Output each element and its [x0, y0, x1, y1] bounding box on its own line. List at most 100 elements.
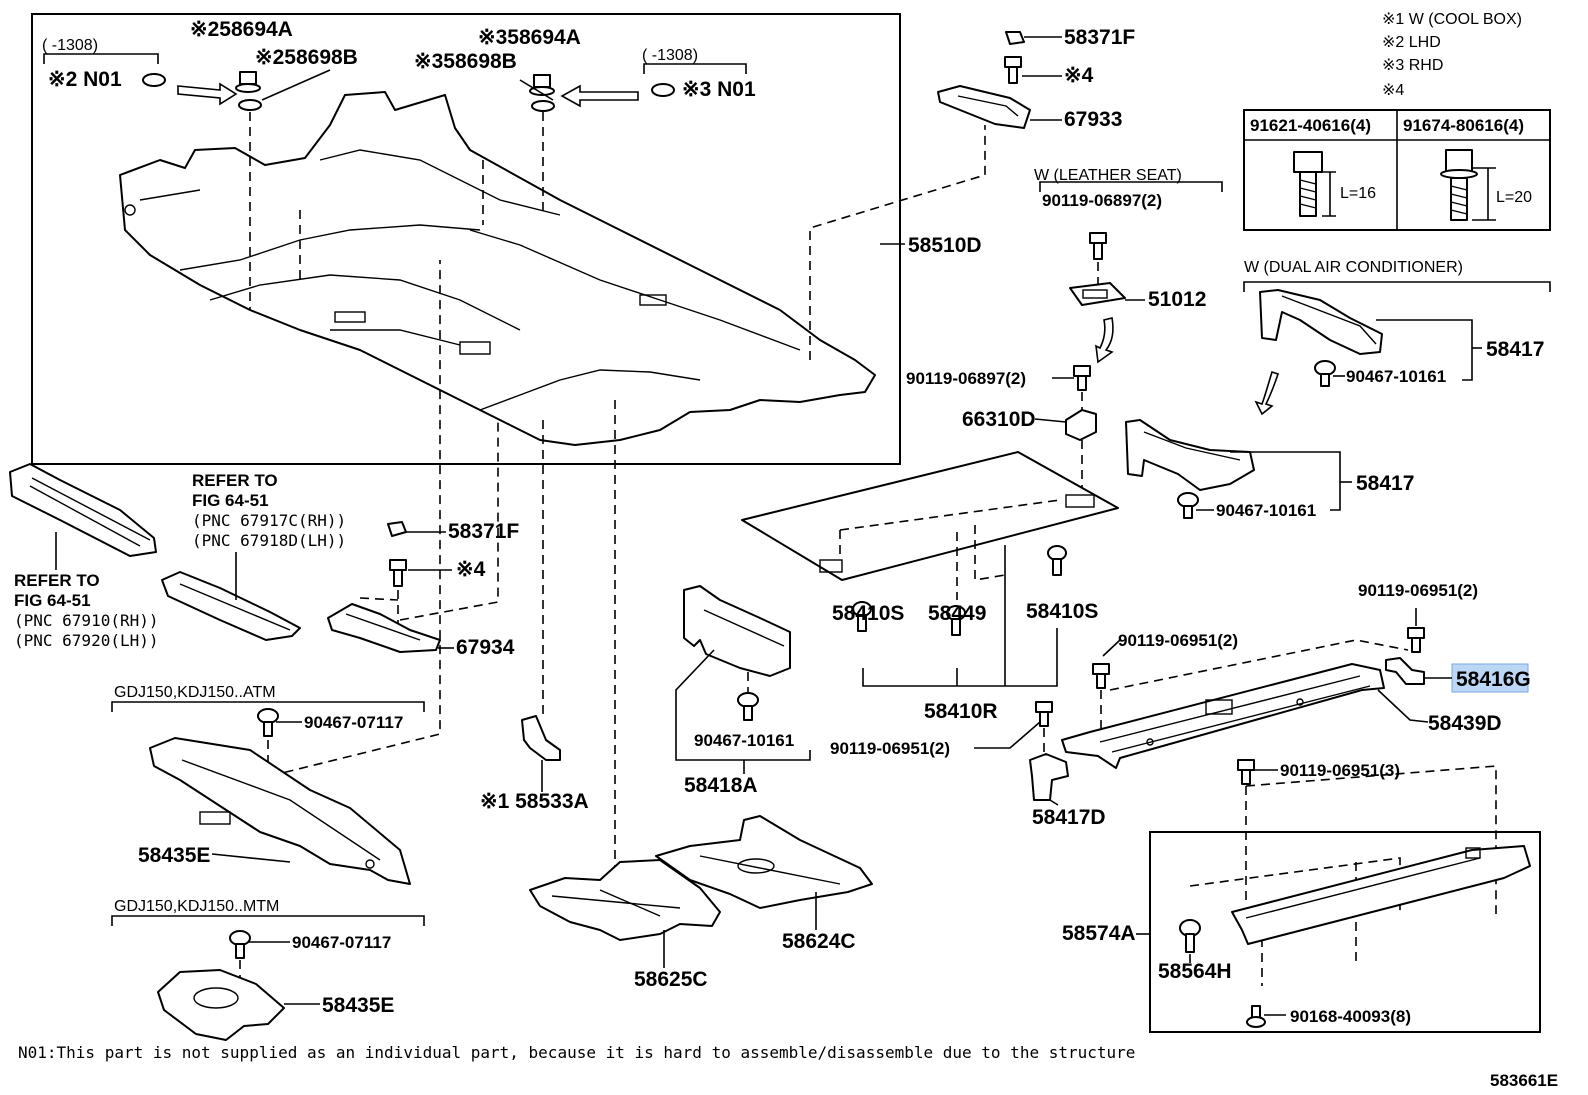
screw-90168-40093[interactable]: [1246, 1005, 1266, 1028]
label-58410S-a[interactable]: 58410S: [832, 602, 904, 625]
clip-58410S-a[interactable]: [852, 601, 872, 632]
label-90119-06951-a[interactable]: 90119-06951(2): [1118, 631, 1238, 650]
duct-58417-a[interactable]: [1259, 289, 1383, 355]
duct-58417-b[interactable]: [1125, 419, 1255, 491]
label-58533A[interactable]: ※1 58533A: [480, 790, 589, 813]
label-90119-06951-d[interactable]: 90119-06951(3): [1280, 761, 1400, 780]
label-58371F-top[interactable]: 58371F: [1064, 26, 1135, 49]
clip-90467-10161-c[interactable]: [737, 692, 759, 721]
arrow-down-icon-2: [1254, 370, 1280, 416]
bolt-table-len1: L=16: [1340, 185, 1376, 202]
label-58410R[interactable]: 58410R: [924, 700, 998, 723]
scuff-plate-rear[interactable]: [161, 571, 301, 641]
nut-n01-right[interactable]: [651, 83, 675, 97]
bracket-67933[interactable]: [937, 85, 1031, 129]
bracket-58417D[interactable]: [1029, 753, 1069, 801]
bolt-table-len2: L=20: [1496, 189, 1532, 206]
label-67934[interactable]: 67934: [456, 636, 515, 659]
refer-b-line2: FIG 64-51: [14, 591, 91, 610]
clip-90467-10161-b[interactable]: [1177, 492, 1199, 519]
label-58694A-left[interactable]: ※258694A: [190, 18, 293, 41]
label-58698B-left[interactable]: ※258698B: [255, 46, 358, 69]
part-51012[interactable]: [1069, 282, 1126, 306]
label-90119-06897-a[interactable]: 90119-06897(2): [1042, 191, 1162, 210]
label-58625C[interactable]: 58625C: [634, 968, 708, 991]
label-58574A[interactable]: 58574A: [1062, 922, 1136, 945]
label-90467-10161-c[interactable]: 90467-10161: [694, 731, 794, 750]
legend-note3: ※3 RHD: [1382, 57, 1443, 74]
label-66310D[interactable]: 66310D: [962, 408, 1036, 431]
label-58418A[interactable]: 58418A: [684, 774, 758, 797]
frame-58439D[interactable]: [1061, 663, 1385, 769]
pad-58625C[interactable]: [529, 859, 721, 941]
clip-90467-07117-a[interactable]: [257, 708, 279, 737]
label-58417-a[interactable]: 58417: [1486, 338, 1544, 361]
clip-90467-10161-a[interactable]: [1314, 360, 1336, 387]
label-58435E-a[interactable]: 58435E: [138, 844, 210, 867]
bracket-66310D[interactable]: [1065, 409, 1097, 441]
label-58439D[interactable]: 58439D: [1428, 712, 1502, 735]
clip-58564H[interactable]: [1179, 919, 1201, 953]
label-90119-06951-b[interactable]: 90119-06951(2): [1358, 581, 1478, 600]
clip-58694A-left[interactable]: [235, 71, 262, 111]
arrow-left-icon: [177, 82, 238, 106]
label-90168-40093[interactable]: 90168-40093(8): [1290, 1007, 1411, 1026]
bracket-58533A[interactable]: [521, 715, 561, 761]
plate-58435E-mtm[interactable]: [157, 969, 285, 1041]
carpet-58510D-shape[interactable]: [119, 91, 876, 446]
label-58417D[interactable]: 58417D: [1032, 806, 1106, 829]
label-58435E-b[interactable]: 58435E: [322, 994, 394, 1017]
bolt-90119-06951-a[interactable]: [1092, 663, 1110, 689]
label-58410S-b[interactable]: 58410S: [1026, 600, 1098, 623]
bracket-58416G[interactable]: [1385, 657, 1425, 685]
refer-a-line2: FIG 64-51: [192, 491, 269, 510]
clip-58371F-mid[interactable]: [387, 521, 407, 537]
protector-58574A[interactable]: [1231, 845, 1531, 945]
label-51012[interactable]: 51012: [1148, 288, 1206, 311]
bolt-s4-top[interactable]: [1004, 56, 1022, 84]
label-90467-07117-a[interactable]: 90467-07117: [304, 713, 403, 732]
clip-58410S-b[interactable]: [1047, 545, 1067, 576]
label-67933[interactable]: 67933: [1064, 108, 1122, 131]
label-s4-top[interactable]: ※4: [1064, 64, 1094, 87]
carpet-group-frame: [31, 13, 901, 465]
panel-58410R[interactable]: [741, 451, 1119, 581]
duct-58418A[interactable]: [683, 585, 791, 677]
label-58698B-right[interactable]: ※358698B: [414, 50, 517, 73]
label-n01-left[interactable]: ※2 N01: [48, 68, 122, 91]
label-58416G[interactable]: 58416G: [1456, 668, 1531, 691]
label-90467-10161-b[interactable]: 90467-10161: [1216, 501, 1316, 520]
bolt-s4-mid[interactable]: [389, 559, 407, 587]
label-58624C[interactable]: 58624C: [782, 930, 856, 953]
label-58449[interactable]: 58449: [928, 602, 986, 625]
label-58564H[interactable]: 58564H: [1158, 960, 1232, 983]
bolt-90119-06951-c[interactable]: [1035, 701, 1053, 727]
label-n01-right[interactable]: ※3 N01: [682, 78, 756, 101]
bracket-67934[interactable]: [327, 603, 441, 653]
bolt-90119-06951-d[interactable]: [1237, 759, 1255, 785]
bolt-90119-06951-b[interactable]: [1407, 627, 1425, 653]
refer-a-line3: (PNC 67917C(RH)): [192, 511, 346, 530]
nut-n01-left[interactable]: [142, 73, 166, 87]
label-58371F-mid[interactable]: 58371F: [448, 520, 519, 543]
refer-a-line1: REFER TO: [192, 471, 278, 490]
pad-58624C[interactable]: [655, 815, 873, 909]
clip-58449[interactable]: [946, 605, 966, 636]
clip-58371F-top[interactable]: [1005, 31, 1025, 45]
tray-58435E-atm[interactable]: [149, 737, 411, 885]
bolt-90119-06897-b[interactable]: [1073, 365, 1091, 391]
legend-note2: ※2 LHD: [1382, 34, 1441, 51]
label-58510D[interactable]: 58510D: [908, 234, 982, 257]
label-90119-06897-b[interactable]: 90119-06897(2): [906, 369, 1026, 388]
label-90467-10161-a[interactable]: 90467-10161: [1346, 367, 1446, 386]
scuff-plate-front[interactable]: [9, 463, 157, 557]
clip-90467-07117-b[interactable]: [229, 930, 251, 959]
label-58694A-right[interactable]: ※358694A: [478, 26, 581, 49]
label-90467-07117-b[interactable]: 90467-07117: [292, 933, 391, 952]
label-s4-mid[interactable]: ※4: [456, 558, 486, 581]
label-90119-06951-c[interactable]: 90119-06951(2): [830, 739, 950, 758]
bolt-90119-06897-a[interactable]: [1089, 232, 1107, 260]
label-58417-b[interactable]: 58417: [1356, 472, 1414, 495]
